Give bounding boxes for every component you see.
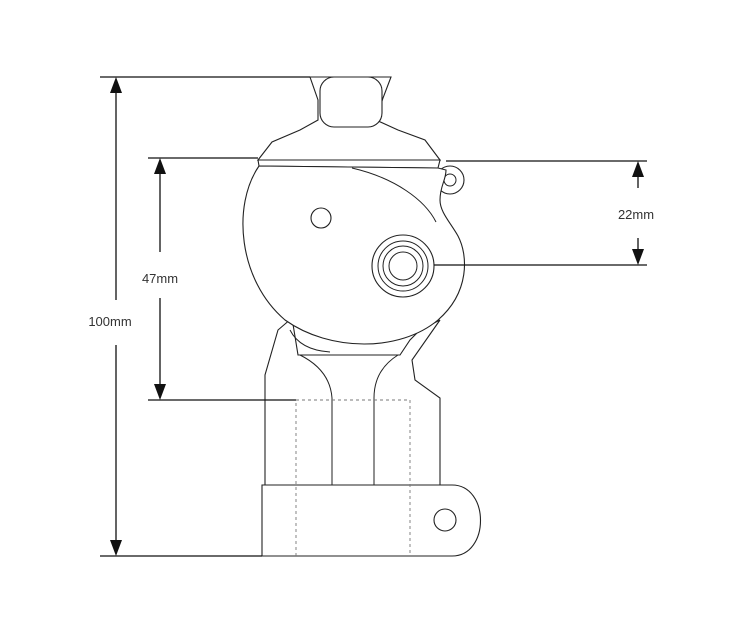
stem-right-curve xyxy=(373,354,399,485)
overall-height-label: 100mm xyxy=(88,314,131,329)
stem-left-groove xyxy=(289,329,331,353)
dimension-overall-height: 100mm xyxy=(88,76,310,557)
hidden-bore xyxy=(295,399,411,556)
clamp-hole xyxy=(433,508,457,532)
arrowhead-top xyxy=(110,77,122,93)
top-knob-cap xyxy=(319,76,383,128)
pivot-offset-label: 22mm xyxy=(618,207,654,222)
mount-part xyxy=(242,76,481,557)
clamp-block xyxy=(261,484,481,557)
mount-height-label: 47mm xyxy=(142,271,178,286)
arrowhead-top xyxy=(154,158,166,174)
arrowhead-bottom xyxy=(632,249,644,265)
pivot-outer-ring xyxy=(371,234,435,298)
arrowhead-bottom xyxy=(110,540,122,556)
pivot-mid-ring xyxy=(377,240,429,292)
dimension-pivot-offset: 22mm xyxy=(434,160,654,266)
arrowhead-top xyxy=(632,161,644,177)
head-inner-curve xyxy=(351,167,437,223)
dimension-mount-height: 47mm xyxy=(142,157,296,401)
small-hole xyxy=(310,207,332,229)
pivot-inner-ring xyxy=(382,245,424,287)
pivot-bore xyxy=(388,251,418,281)
arrowhead-bottom xyxy=(154,384,166,400)
stem-left-curve xyxy=(299,354,333,485)
round-head xyxy=(242,165,466,345)
